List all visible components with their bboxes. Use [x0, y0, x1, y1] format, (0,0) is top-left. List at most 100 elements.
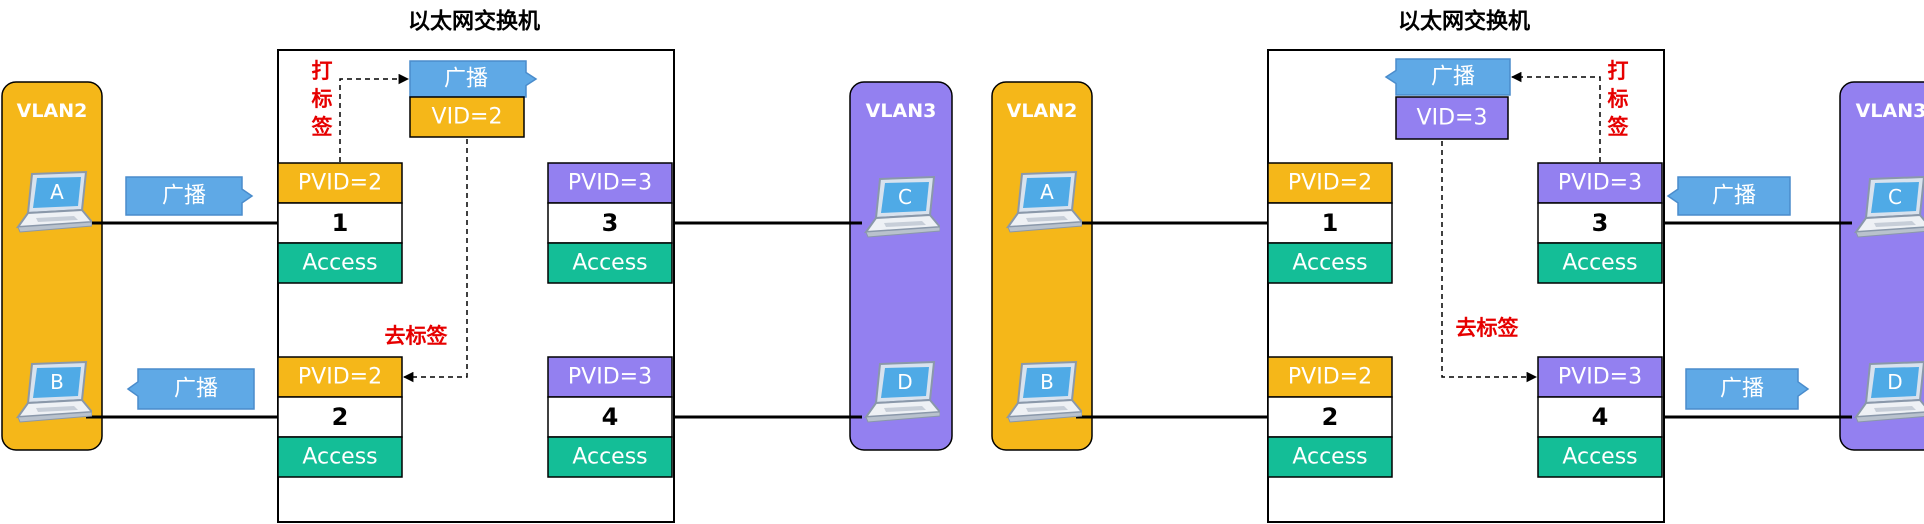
broadcast-arrow: [125, 176, 254, 216]
access-box: [277, 242, 403, 284]
tag-path: [1510, 71, 1601, 162]
port-number-box: [1537, 202, 1663, 244]
port-number-box: [277, 202, 403, 244]
host-d: D: [865, 361, 940, 423]
pvid-box: [277, 356, 403, 398]
broadcast-out: 广播: [126, 368, 255, 410]
port-number: 4: [602, 403, 619, 431]
vlan3-group: [1839, 81, 1924, 451]
host-label: B: [1040, 370, 1054, 394]
vlan2-label: VLAN2: [1007, 100, 1078, 122]
port-number: 1: [1322, 209, 1339, 237]
broadcast-label: 广播: [1712, 184, 1756, 209]
port-mode: Access: [1562, 445, 1637, 470]
port-mode: Access: [1562, 251, 1637, 276]
pvid-box: [277, 162, 403, 204]
port-number-box: [547, 396, 673, 438]
host-a: A: [17, 171, 92, 233]
port-mode: Access: [572, 251, 647, 276]
frame-vid-box: [409, 96, 525, 138]
access-box: [547, 242, 673, 284]
untag-label: 去标签: [385, 324, 449, 348]
host-label: D: [1887, 370, 1902, 394]
pvid-box: [1267, 162, 1393, 204]
frame-label: 广播: [1431, 65, 1475, 90]
pvid-box: [547, 162, 673, 204]
host-label: C: [1888, 185, 1902, 209]
port-mode: Access: [1292, 251, 1367, 276]
port-number: 3: [602, 209, 619, 237]
host-c: C: [865, 176, 940, 238]
host-b: B: [1007, 361, 1082, 423]
frame-vid: VID=3: [1417, 106, 1488, 131]
tagged-frame: 广播 VID=3: [1384, 58, 1511, 140]
vlan3-group: [849, 81, 953, 451]
host-label: C: [898, 185, 912, 209]
tag-label: 打标签: [311, 59, 334, 139]
pvid-box: [1537, 162, 1663, 204]
port-number: 1: [332, 209, 349, 237]
host-b: B: [17, 361, 92, 423]
host-d: D: [1855, 361, 1924, 423]
broadcast-label: 广播: [162, 184, 206, 209]
broadcast-arrow: [1685, 368, 1810, 410]
untag-path: [402, 139, 468, 383]
access-box: [547, 436, 673, 478]
untag-path: [1441, 141, 1538, 383]
broadcast-label: 广播: [1720, 377, 1764, 402]
frame-vid: VID=2: [432, 105, 503, 130]
port-mode: Access: [572, 445, 647, 470]
port-number: 4: [1592, 403, 1609, 431]
broadcast-arrow: [126, 368, 255, 410]
port-number-box: [547, 202, 673, 244]
vlan3-label: VLAN3: [1856, 100, 1924, 122]
port-number: 3: [1592, 209, 1609, 237]
access-box: [277, 436, 403, 478]
tag-path: [339, 73, 410, 162]
pvid-label: PVID=3: [568, 171, 652, 196]
vlan3-label: VLAN3: [866, 100, 937, 122]
access-box: [1537, 436, 1663, 478]
host-c: C: [1855, 176, 1924, 238]
pvid-box: [1537, 356, 1663, 398]
port-number-box: [1267, 396, 1393, 438]
vlan2-label: VLAN2: [17, 100, 88, 122]
port-number: 2: [332, 403, 349, 431]
port-mode: Access: [302, 445, 377, 470]
host-label: D: [897, 370, 912, 394]
tag-label: 打标签: [1607, 59, 1630, 139]
pvid-box: [1267, 356, 1393, 398]
pvid-box: [547, 356, 673, 398]
port-mode: Access: [302, 251, 377, 276]
port-number: 2: [1322, 403, 1339, 431]
broadcast-label: 广播: [174, 377, 218, 402]
port-mode: Access: [1292, 445, 1367, 470]
frame-vid-box: [1395, 96, 1509, 140]
switch-box: [1267, 49, 1665, 523]
host-a: A: [1007, 171, 1082, 233]
host-label: A: [1040, 180, 1054, 204]
access-box: [1537, 242, 1663, 284]
access-box: [1267, 436, 1393, 478]
broadcast-in: 广播: [1666, 176, 1791, 216]
tagged-frame: 广播 VID=2: [409, 60, 538, 138]
pvid-label: PVID=2: [1288, 365, 1372, 390]
access-box: [1267, 242, 1393, 284]
switch-title: 以太网交换机: [1398, 9, 1530, 35]
frame-label: 广播: [444, 67, 488, 92]
host-label: B: [50, 370, 64, 394]
port-number-box: [277, 396, 403, 438]
port-number-box: [1537, 396, 1663, 438]
pvid-label: PVID=3: [568, 365, 652, 390]
